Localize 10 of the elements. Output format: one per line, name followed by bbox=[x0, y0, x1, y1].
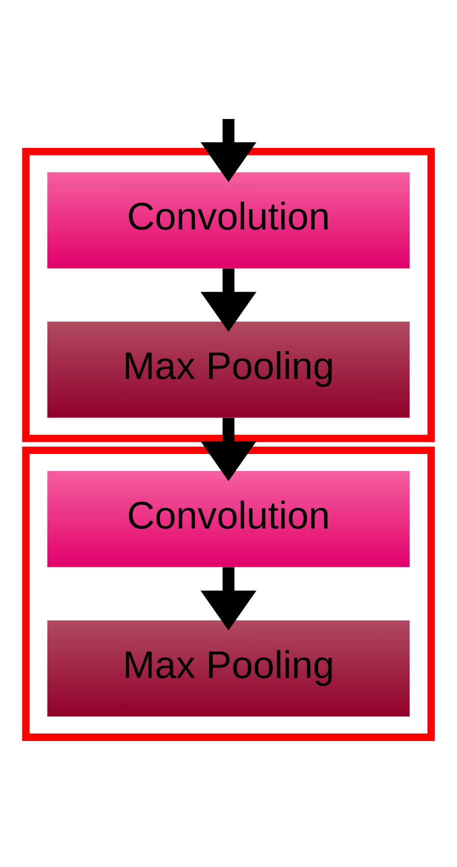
arrow bbox=[200, 268, 256, 332]
arrow bbox=[200, 567, 256, 631]
arrow bbox=[200, 418, 256, 482]
arrow bbox=[200, 119, 256, 182]
node-box: Max Pooling bbox=[47, 322, 410, 418]
node-box: Max Pooling bbox=[47, 620, 410, 717]
node-box: Convolution bbox=[47, 172, 410, 268]
cluster bbox=[22, 446, 435, 741]
node-box: Convolution bbox=[47, 471, 410, 568]
cluster bbox=[22, 148, 435, 442]
